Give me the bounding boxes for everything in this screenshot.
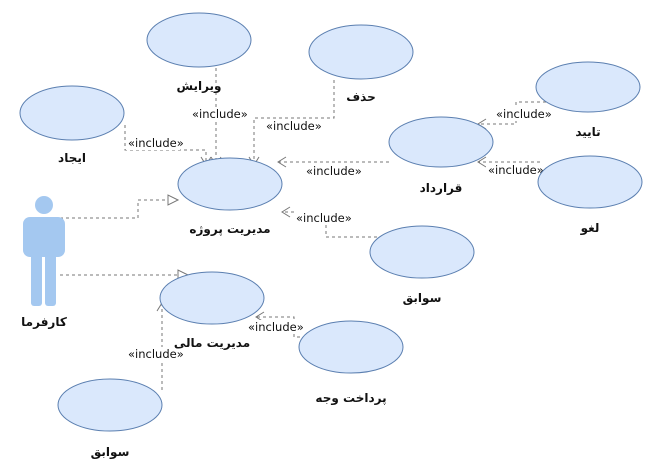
use-case-delete[interactable]: حذف bbox=[308, 24, 414, 104]
actor-label: کارفرما bbox=[21, 315, 67, 329]
include-cancel-contract bbox=[477, 156, 540, 168]
actor-figure-icon bbox=[23, 196, 65, 306]
use-case-financial-management[interactable]: مدیریت مالی bbox=[159, 271, 265, 350]
use-case-financial-management-label: مدیریت مالی bbox=[174, 336, 250, 350]
use-case-contract-label: قرارداد bbox=[420, 181, 463, 195]
use-case-project-management[interactable]: مدیریت پروژه bbox=[177, 157, 283, 237]
use-case-cancel[interactable]: لغو bbox=[537, 155, 643, 236]
use-case-payment-label: پرداخت وجه bbox=[315, 391, 386, 406]
use-case-create[interactable]: ایجاد bbox=[19, 85, 125, 165]
include-label-create: «include» bbox=[128, 136, 184, 150]
use-case-edit[interactable]: ویرایش bbox=[146, 12, 252, 94]
include-label-history-project: «include» bbox=[296, 211, 352, 225]
use-case-create-label: ایجاد bbox=[58, 151, 86, 165]
association-actor-financial-management bbox=[60, 269, 190, 281]
use-case-approve[interactable]: تایید bbox=[535, 61, 641, 139]
use-case-history-project-label: سوابق bbox=[403, 291, 442, 306]
use-case-approve-label: تایید bbox=[575, 125, 600, 139]
use-case-project-management-label: مدیریت پروژه bbox=[189, 222, 270, 237]
use-case-delete-label: حذف bbox=[346, 90, 376, 104]
include-label-approve: «include» bbox=[496, 107, 552, 121]
use-case-contract[interactable]: قرارداد bbox=[388, 116, 494, 195]
use-case-payment[interactable]: پرداخت وجه bbox=[298, 320, 404, 406]
actor-employer[interactable]: کارفرما bbox=[21, 196, 67, 329]
include-label-cancel: «include» bbox=[488, 163, 544, 177]
include-contract-project-management bbox=[277, 156, 389, 168]
use-case-history-financial-label: سوابق bbox=[91, 445, 130, 460]
association-actor-project-management bbox=[60, 194, 180, 219]
include-label-edit: «include» bbox=[192, 107, 248, 121]
include-label-payment: «include» bbox=[248, 320, 304, 334]
include-label-history-financial: «include» bbox=[128, 347, 184, 361]
include-labels: «include» «include» «include» «include» … bbox=[126, 107, 552, 361]
use-case-history-project[interactable]: سوابق bbox=[369, 225, 475, 306]
use-case-history-financial[interactable]: سوابق bbox=[57, 378, 163, 460]
use-case-edit-label: ویرایش bbox=[176, 79, 221, 94]
include-label-delete: «include» bbox=[266, 119, 322, 133]
include-label-contract: «include» bbox=[306, 164, 362, 178]
use-case-cancel-label: لغو bbox=[580, 221, 600, 236]
